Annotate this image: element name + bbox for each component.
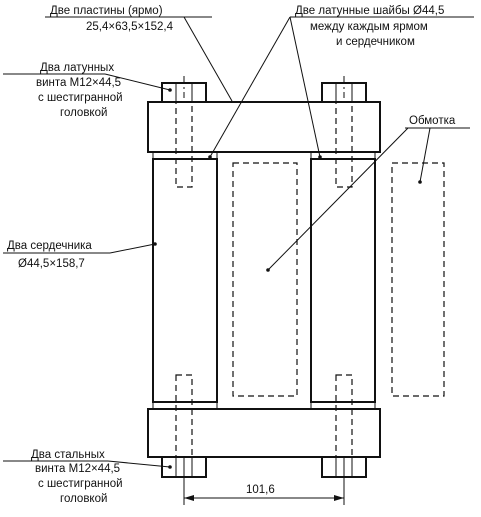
steel-bolts-line3: с шестигранной	[38, 478, 123, 490]
bottom-washers	[152, 401, 376, 410]
cores-line2: Ø44,5×158,7	[18, 258, 85, 270]
brass-bolts-line3: с шестигранной	[38, 92, 123, 104]
cores-callout: Два сердечника Ø44,5×158,7	[3, 240, 157, 270]
winding-label: Обмотка	[409, 115, 456, 127]
steel-bolts-line1: Два стальных	[31, 449, 105, 461]
washers-line1: Две латунные шайбы Ø44,5	[295, 5, 444, 17]
centerlines	[183, 76, 345, 505]
steel-bolts-line2: винта М12×44,5	[35, 463, 120, 475]
right-core	[310, 158, 376, 403]
winding-callout: Обмотка	[266, 115, 470, 272]
plates-title: Две пластины (ярмо)	[50, 5, 163, 17]
brass-bolts-line4: головкой	[60, 107, 107, 119]
steel-bolts-callout: Два стальных винта М12×44,5 с шестигранн…	[3, 449, 172, 505]
winding-on-core	[232, 162, 298, 397]
steel-bolts-line4: головкой	[60, 493, 107, 505]
bottom-yoke-plate	[147, 408, 381, 458]
washers-line2: между каждым ярмом	[310, 21, 428, 33]
cores-line1: Два сердечника	[7, 240, 92, 252]
plates-dims: 25,4×63,5×152,4	[86, 21, 174, 33]
washers-line3: и сердечником	[336, 36, 415, 48]
top-yoke-plate	[147, 101, 381, 153]
dimension-value: 101,6	[246, 484, 275, 496]
winding-removed	[391, 162, 445, 397]
brass-bolts-line1: Два латунных	[40, 62, 114, 74]
dimension-101-6: 101,6	[184, 484, 344, 501]
brass-bolts-line2: винта М12×44,5	[36, 77, 121, 89]
brass-bolts-callout: Два латунных винта М12×44,5 с шестигранн…	[3, 62, 172, 119]
left-core	[152, 158, 218, 403]
plates-callout: Две пластины (ярмо) 25,4×63,5×152,4	[45, 5, 233, 102]
top-washers	[152, 151, 376, 160]
hidden-bolt-shanks	[175, 101, 353, 458]
washers-callout: Две латунные шайбы Ø44,5 между каждым яр…	[208, 5, 474, 159]
